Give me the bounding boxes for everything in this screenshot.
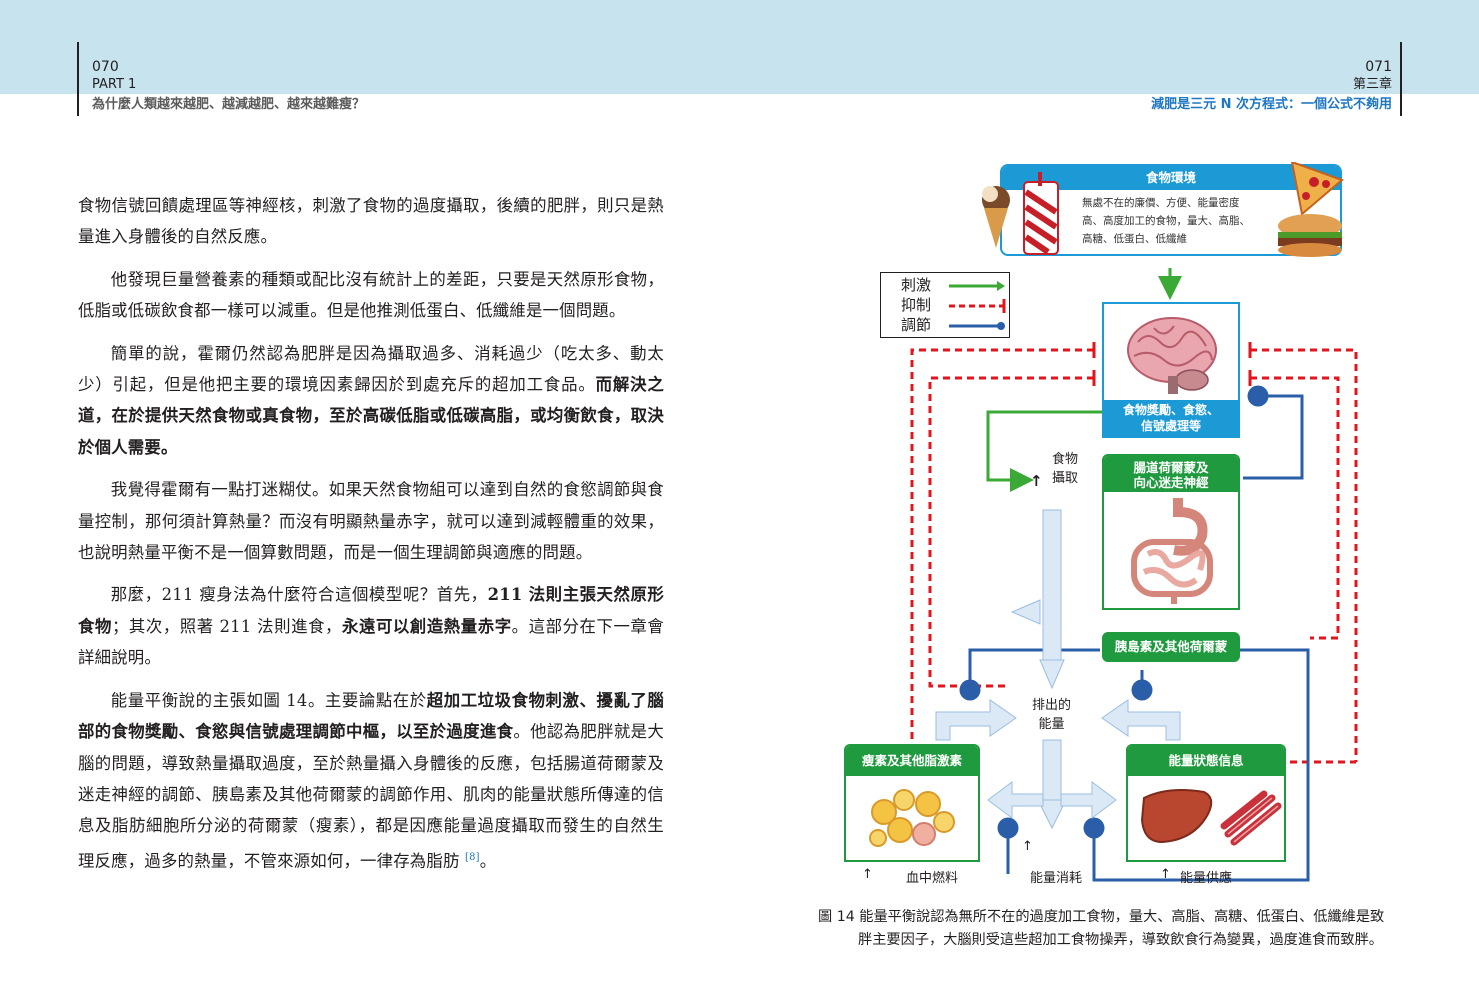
food-intake-up-arrow: ↑ xyxy=(1030,472,1043,490)
paragraph-5: 那麼，211 瘦身法為什麼符合這個模型呢？首先，211 法則主張天然原形食物；其… xyxy=(78,579,664,673)
insulin-title: 胰島素及其他荷爾蒙 xyxy=(1114,639,1228,654)
food-intake-label: 食物 攝取 xyxy=(1052,450,1078,488)
figure-caption: 圖 14 能量平衡說認為無所不在的過度加工食物，量大、高脂、高糖、低蛋白、低纖維… xyxy=(818,906,1408,952)
reference-marker[interactable]: [8] xyxy=(465,851,480,863)
paragraph-3-text: 簡單的說，霍爾仍然認為肥胖是因為攝取過多、消耗過少（吃太多、動太少）引起，但是他… xyxy=(78,343,664,395)
legend-inhibit: 抑制 xyxy=(901,295,931,315)
brain-label-line-2: 信號處理等 xyxy=(1140,419,1201,433)
left-book-title: 為什麼人類越來越肥、越減越肥、越來越難瘦？ xyxy=(92,97,366,112)
flow-arrow-left-branch xyxy=(1010,599,1041,625)
energy-supply-arrow: ↑ xyxy=(1160,867,1171,882)
figure-caption-line-1: 圖 14 能量平衡說認為無所不在的過度加工食物，量大、高脂、高糖、低蛋白、低纖維… xyxy=(818,909,1385,925)
food-environment-note-line-2: 高、高度加工的食物，量大、高脂、 xyxy=(1082,215,1250,227)
brain-label-line-1: 食物獎勵、食慾、 xyxy=(1122,403,1219,417)
body-text: 食物信號回饋處理區等神經核，刺激了食物的過度攝取，後續的肥胖，則只是熱量進入身體… xyxy=(78,190,664,888)
paragraph-5-text-c: 。這部分在下一章會詳細說明。 xyxy=(78,616,664,668)
food-environment-note-line-3: 高糖、低蛋白、低纖維 xyxy=(1082,233,1187,245)
gut-hormone-title-line-2: 向心迷走神經 xyxy=(1133,475,1209,490)
paragraph-3-bold: 而解決之道，在於提供天然食物或真食物，至於高碳低脂或低碳高脂，或均衡飲食，取決於… xyxy=(78,375,664,457)
legend-regulate: 調節 xyxy=(901,315,931,335)
flow-arrow-to-energy-out-right xyxy=(1101,699,1181,741)
leptin-box: 瘦素及其他脂激素 xyxy=(844,744,980,862)
gut-hormone-title-line-1: 腸道荷爾蒙及 xyxy=(1133,460,1209,475)
paragraph-6-bold: 超加工垃圾食物刺激、擾亂了腦部的食物獎勵、食慾與信號處理調節中樞，以至於過度進食 xyxy=(78,690,664,742)
legend-stimulate: 刺激 xyxy=(901,275,931,295)
brain-label: 食物獎勵、食慾、 信號處理等 xyxy=(1104,400,1238,436)
paragraph-4: 我覺得霍爾有一點打迷糊仗。如果天然食物組可以達到自然的食慾調節與食量控制，那何須… xyxy=(78,474,664,568)
inhibit-line-inner-left xyxy=(928,376,1094,688)
paragraph-6-text-a: 能量平衡說的主張如圖 14。主要論點在於 xyxy=(110,690,427,710)
stimulate-arrow-brain-to-intake xyxy=(986,410,1102,492)
inhibit-line-right-inner xyxy=(1250,376,1340,640)
paragraph-3: 簡單的說，霍爾仍然認為肥胖是因為攝取過多、消耗過少（吃太多、動太少）引起，但是他… xyxy=(78,338,664,464)
paragraph-5-text-b: ；其次，照著 211 法則進食， xyxy=(111,616,343,636)
leptin-title: 瘦素及其他脂激素 xyxy=(846,746,978,776)
legend: 刺激 抑制 調節 xyxy=(880,272,1010,338)
energy-out-line-2: 能量 xyxy=(1038,717,1065,732)
inhibit-line-outer-left xyxy=(910,348,1094,760)
paragraph-5-bold-a: 211 法則主張天然原形食物 xyxy=(78,585,664,636)
energy-out-line-1: 排出的 xyxy=(1032,698,1072,713)
brain-illustration xyxy=(1127,317,1217,394)
intestine-illustration xyxy=(1131,498,1213,604)
ice-cream-and-soda-illustration xyxy=(982,172,1059,255)
paragraph-6: 能量平衡說的主張如圖 14。主要論點在於超加工垃圾食物刺激、擾亂了腦部的食物獎勵… xyxy=(78,685,664,877)
paragraph-1-text: 食物信號回饋處理區等神經核，刺激了食物的過度攝取，後續的肥胖，則只是熱量進入身體… xyxy=(78,196,664,247)
paragraph-6-text-c: 。 xyxy=(479,851,497,871)
flow-arrow-out-right xyxy=(1060,781,1117,819)
liver-and-muscle-illustration xyxy=(1140,789,1282,846)
insulin-box: 胰島素及其他荷爾蒙 xyxy=(1102,632,1240,662)
food-environment-description: 無處不在的廉價、方便、能量密度 高、高度加工的食物，量大、高脂、 高糖、低蛋白、… xyxy=(1082,194,1250,248)
energy-use-label: 能量消耗 xyxy=(1030,871,1083,886)
food-intake-line-2: 攝取 xyxy=(1052,471,1079,486)
flow-arrow-down-shaft xyxy=(1042,739,1062,801)
left-part-label: PART 1 xyxy=(92,77,137,92)
right-page-number: 071 xyxy=(1365,59,1392,75)
diagram-lines xyxy=(910,268,1358,882)
flow-arrow-down-head xyxy=(1037,799,1067,830)
energy-supply-label: 能量供應 xyxy=(1180,871,1233,886)
left-page-number: 070 xyxy=(92,59,119,75)
flow-arrow-intake-head xyxy=(1039,659,1065,690)
legend-line-samples xyxy=(949,281,1006,330)
gut-hormone-title: 腸道荷爾蒙及 向心迷走神經 xyxy=(1104,456,1238,492)
left-header-rule xyxy=(77,42,79,116)
right-chapter-label: 第三章 xyxy=(1352,77,1392,92)
right-header-rule xyxy=(1400,42,1402,116)
paragraph-6-text-b: 。他認為肥胖就是大腦的問題，導致熱量攝取過度，至於熱量攝入身體後的反應，包括腸道… xyxy=(78,722,664,871)
paragraph-2: 他發現巨量營養素的種類或配比沒有統計上的差距，只要是天然原形食物，低脂或低碳飲食… xyxy=(78,264,664,327)
legend-regulate-label: 調節 xyxy=(901,316,932,334)
right-chapter-title: 減肥是三元 N 次方程式：一個公式不夠用 xyxy=(1151,97,1392,112)
legend-inhibit-label: 抑制 xyxy=(901,296,932,314)
paragraph-5-bold-b: 永遠可以創造熱量赤字 xyxy=(342,616,512,636)
header-band xyxy=(0,0,1479,94)
blood-fuel-arrow: ↑ xyxy=(862,867,873,882)
regulate-line-insulin-left xyxy=(959,648,1100,701)
energy-status-box: 能量狀態信息 xyxy=(1126,744,1286,862)
paragraph-5-text-a: 那麼，211 瘦身法為什麼符合這個模型呢？首先， xyxy=(110,585,488,605)
flow-arrow-out-left xyxy=(987,781,1044,819)
regulate-line-insulin-right xyxy=(1083,648,1310,882)
energy-use-arrow: ↑ xyxy=(1022,839,1033,854)
food-intake-line-1: 食物 xyxy=(1052,452,1079,467)
food-environment-note-line-1: 無處不在的廉價、方便、能量密度 xyxy=(1082,197,1240,209)
paragraph-2-text: 他發現巨量營養素的種類或配比沒有統計上的差距，只要是天然原形食物，低脂或低碳飲食… xyxy=(78,269,664,321)
paragraph-1: 食物信號回饋處理區等神經核，刺激了食物的過度攝取，後續的肥胖，則只是熱量進入身體… xyxy=(78,190,664,253)
brain-box: 食物獎勵、食慾、 信號處理等 xyxy=(1102,302,1240,438)
figure-caption-line-2: 胖主要因子，大腦則受這些超加工食物操弄，導致飲食行為變異，過度進食而致胖。 xyxy=(858,932,1383,948)
regulate-line-gut-to-brain xyxy=(1243,385,1304,480)
blood-fuel-label: 血中燃料 xyxy=(906,871,959,886)
flow-arrow-to-energy-out-left xyxy=(935,699,1017,741)
pizza-and-burger-illustration xyxy=(1278,162,1344,257)
fat-cells-illustration xyxy=(869,789,955,847)
paragraph-4-text: 我覺得霍爾有一點打迷糊仗。如果天然食物組可以達到自然的食慾調節與食量控制，那何須… xyxy=(78,480,664,563)
gut-hormone-box: 腸道荷爾蒙及 向心迷走神經 xyxy=(1102,454,1240,610)
flow-arrow-intake-shaft xyxy=(1042,509,1062,661)
energy-out-label: 排出的 能量 xyxy=(1032,696,1071,734)
energy-status-title: 能量狀態信息 xyxy=(1128,746,1284,776)
figure-14: 食物環境 無處不在的廉價、方便、能量密度 高、高度加工的食物，量大、高脂、 高糖… xyxy=(840,160,1400,900)
legend-stimulate-label: 刺激 xyxy=(901,276,932,294)
